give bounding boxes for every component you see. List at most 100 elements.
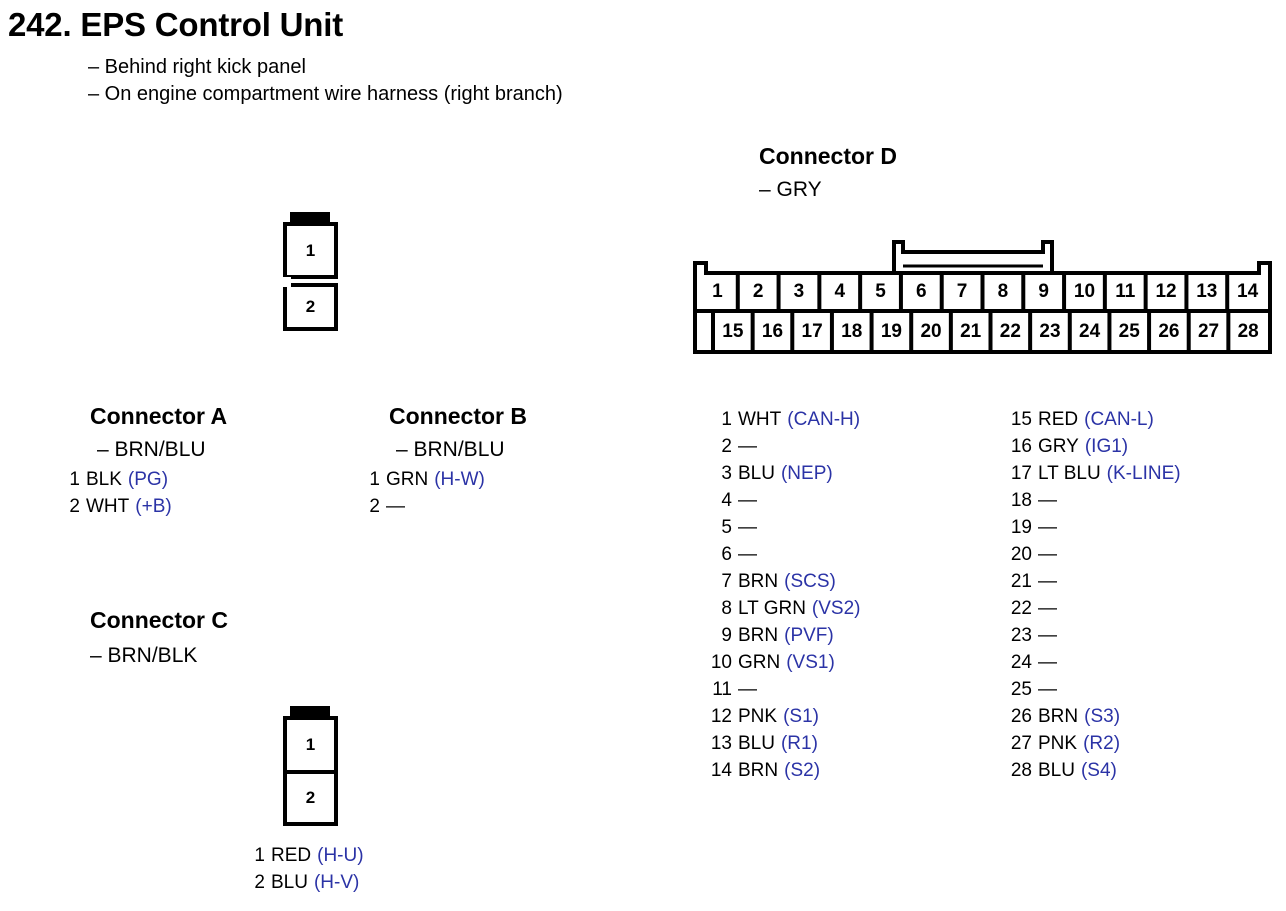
signal-name: (S4) — [1080, 760, 1117, 781]
signal-name: (H-V) — [313, 872, 360, 893]
pin-row: 2 — — [360, 496, 485, 518]
signal-name: (NEP) — [780, 463, 833, 484]
pin-row: 23— — [1000, 625, 1181, 652]
pin-row: 16 GRY(IG1) — [1000, 436, 1181, 463]
wire-color: LT GRN — [738, 598, 806, 619]
wire-color: — — [1038, 598, 1057, 619]
pin-row: 25— — [1000, 679, 1181, 706]
pin-row: 22 — — [1000, 598, 1181, 625]
pin-number: 7 — [721, 571, 732, 592]
connector-a-pin-2: 2 — [283, 283, 338, 331]
pin-number: 8 — [721, 598, 732, 619]
signal-name: (SCS) — [784, 571, 836, 592]
wire-color: — — [1038, 544, 1057, 565]
connector-c-pin-2: 2 — [283, 770, 338, 826]
signal-name: (S1) — [783, 706, 819, 727]
wire-color: LT BLU — [1038, 463, 1101, 484]
signal-name: (IG1) — [1084, 436, 1129, 457]
connector-d-pin-25: 25 — [1118, 320, 1140, 342]
signal-name: (S3) — [1084, 706, 1121, 727]
pin-number: 9 — [721, 625, 732, 646]
connector-d-pin-18: 18 — [841, 320, 863, 342]
signal-name: (PVF) — [784, 625, 834, 646]
wire-color: BRN — [1038, 706, 1079, 727]
pin-number: 27 — [1010, 733, 1032, 754]
connector-d-pin-5: 5 — [875, 281, 886, 302]
signal-name: (H-W) — [434, 469, 485, 490]
connector-d-pin-21: 21 — [960, 320, 982, 342]
pin-number: 3 — [721, 463, 732, 484]
pin-number: 24 — [1010, 652, 1032, 673]
signal-name: (K-LINE) — [1106, 463, 1181, 484]
wire-color: GRY — [1038, 436, 1079, 457]
connector-d-pin-24: 24 — [1079, 320, 1101, 342]
connector-d-pin-7: 7 — [956, 281, 968, 302]
wire-color: — — [738, 517, 757, 538]
pin-number: 2 — [69, 496, 80, 517]
connector-d-pin-16: 16 — [761, 320, 784, 342]
connector-d-pin-15: 15 — [722, 320, 744, 342]
pin-row: 11— — [700, 679, 861, 706]
signal-name: (S2) — [784, 760, 821, 781]
connector-d-color: – GRY — [759, 178, 822, 201]
wire-color: BLU — [271, 872, 308, 893]
connector-d-pin-4: 4 — [834, 281, 846, 302]
wire-color: RED — [271, 845, 312, 866]
connector-d-pin-22: 22 — [999, 320, 1021, 342]
pin-row: 21— — [1000, 571, 1181, 598]
pin-number: 15 — [1010, 409, 1032, 430]
connector-d-pin-2: 2 — [752, 281, 764, 302]
pin-number: 16 — [1010, 436, 1032, 457]
connector-d-pin-3: 3 — [793, 281, 805, 302]
pin-number: 1 — [721, 409, 732, 430]
signal-name: (CAN-H) — [787, 409, 861, 430]
connector-d-pin-28: 28 — [1237, 320, 1259, 342]
wire-color: PNK — [738, 706, 778, 727]
wire-color: — — [1038, 517, 1057, 538]
wire-color: — — [1038, 652, 1057, 673]
pin-number: 2 — [254, 872, 265, 893]
connector-d-pin-6: 6 — [916, 281, 927, 302]
connector-d-pin-26: 26 — [1158, 320, 1180, 342]
connector-b-pin-list: 1 GRN (H-W) 2 — — [360, 469, 485, 518]
pin-row: 1 BLK (PG) — [60, 469, 172, 491]
pin-number: 22 — [1010, 598, 1032, 619]
connector-d-pin-8: 8 — [997, 281, 1009, 302]
connector-c-color: – BRN/BLK — [90, 644, 198, 667]
wire-color: — — [738, 436, 757, 457]
wire-color: — — [738, 544, 757, 565]
connector-c-title: Connector C — [90, 607, 228, 633]
pin-row: 2 BLU (H-V) — [245, 872, 364, 894]
wire-color: PNK — [1038, 733, 1078, 754]
connector-d-housing — [693, 261, 1272, 354]
wire-color: — — [738, 490, 757, 511]
pin-number: 19 — [1010, 517, 1032, 538]
connector-latch-fill — [294, 710, 326, 716]
pin-row: 1 RED (H-U) — [245, 845, 363, 867]
pin-row: 1 GRN (H-W) — [360, 469, 485, 491]
pin-number: 1 — [254, 845, 265, 866]
pin-number: 10 — [710, 652, 732, 673]
connector-a-pin-1: 1 — [283, 222, 338, 279]
location-line-1: – Behind right kick panel — [88, 56, 306, 78]
connector-latch-fill — [294, 216, 326, 222]
connector-d-pin-20: 20 — [920, 320, 942, 342]
wire-color: — — [738, 679, 757, 700]
signal-name: (CAN-L) — [1084, 409, 1154, 430]
pin-number: 4 — [721, 490, 732, 511]
pin-row: 2— — [700, 436, 861, 463]
pin-row: 19 — — [1000, 517, 1181, 544]
connector-b-color: – BRN/BLU — [396, 438, 505, 461]
wire-color: BLU — [738, 733, 775, 754]
pin-number: 21 — [1010, 571, 1032, 592]
signal-name: (+B) — [135, 496, 172, 517]
